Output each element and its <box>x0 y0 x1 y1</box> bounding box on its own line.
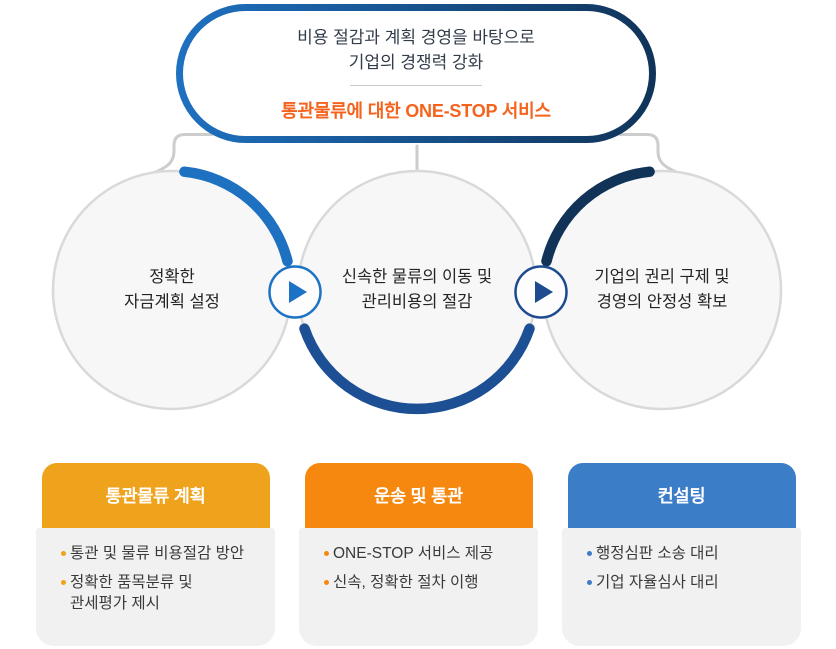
bullet-text: 신속, 정확한 절차 이행 <box>333 574 479 591</box>
step-label-1: 정확한 자금계획 설정 <box>124 268 220 311</box>
step-label-3: 기업의 권리 구제 및 경영의 안정성 확보 <box>594 268 730 311</box>
pill-divider <box>350 84 482 86</box>
service-cards: 통관물류 계획 통관 및 물류 비용절감 방안 정확한 품목분류 및 관세평가 … <box>36 463 801 646</box>
step-label-2: 신속한 물류의 이동 및 관리비용의 절감 <box>341 268 493 311</box>
bullet-item: 행정심판 소송 대리 <box>562 543 801 564</box>
step-arc-2 <box>299 323 535 415</box>
bullet-text: 정확한 품목분류 및 관세평가 제시 <box>70 574 193 612</box>
card-title: 컨설팅 <box>657 486 706 506</box>
card-header: 운송 및 통관 <box>304 463 533 528</box>
arrow-badge-2 <box>514 265 568 319</box>
play-icon <box>535 281 553 303</box>
flow-diagram <box>51 4 783 415</box>
pill-highlight: 통관물류에 대한 ONE-STOP 서비스 <box>281 100 551 121</box>
card-customs-logistics-plan: 통관물류 계획 통관 및 물류 비용절감 방안 정확한 품목분류 및 관세평가 … <box>36 463 275 646</box>
bullet-dot <box>587 551 592 556</box>
play-icon <box>289 281 307 303</box>
card-transport-customs: 운송 및 통관 ONE-STOP 서비스 제공 신속, 정확한 절차 이행 <box>299 463 538 646</box>
bullet-item: ONE-STOP 서비스 제공 <box>299 543 538 564</box>
bullet-text: 행정심판 소송 대리 <box>596 545 719 562</box>
step-arc-3 <box>541 166 655 267</box>
bullet-text: 기업 자율심사 대리 <box>596 574 719 591</box>
card-body: 행정심판 소송 대리 기업 자율심사 대리 <box>562 528 801 646</box>
summary-pill <box>176 4 656 143</box>
pill-content: 비용 절감과 계획 경영을 바탕으로 기업의 경쟁력 강화 통관물류에 대한 O… <box>176 0 656 143</box>
bullet-item: 통관 및 물류 비용절감 방안 <box>36 543 275 564</box>
card-body: 통관 및 물류 비용절감 방안 정확한 품목분류 및 관세평가 제시 <box>36 528 275 646</box>
bullet-dot <box>61 580 66 585</box>
card-body: ONE-STOP 서비스 제공 신속, 정확한 절차 이행 <box>299 528 538 646</box>
card-consulting: 컨설팅 행정심판 소송 대리 기업 자율심사 대리 <box>562 463 801 646</box>
card-header: 통관물류 계획 <box>41 463 270 528</box>
step-arc-1 <box>179 166 293 267</box>
card-title: 운송 및 통관 <box>374 486 463 506</box>
card-title: 통관물류 계획 <box>105 486 206 506</box>
pill-line-1: 비용 절감과 계획 경영을 바탕으로 <box>297 27 535 47</box>
bullet-dot <box>61 551 66 556</box>
bullet-item: 기업 자율심사 대리 <box>562 572 801 593</box>
bullet-item: 정확한 품목분류 및 관세평가 제시 <box>36 572 275 614</box>
pill-line-2: 기업의 경쟁력 강화 <box>348 52 484 72</box>
bullet-dot <box>324 551 329 556</box>
bullet-dot <box>587 580 592 585</box>
bullet-text: 통관 및 물류 비용절감 방안 <box>70 545 245 562</box>
bullet-text: ONE-STOP 서비스 제공 <box>333 545 494 562</box>
bullet-item: 신속, 정확한 절차 이행 <box>299 572 538 593</box>
bullet-dot <box>324 580 329 585</box>
card-header: 컨설팅 <box>567 463 796 528</box>
arrow-badge-1 <box>268 265 322 319</box>
